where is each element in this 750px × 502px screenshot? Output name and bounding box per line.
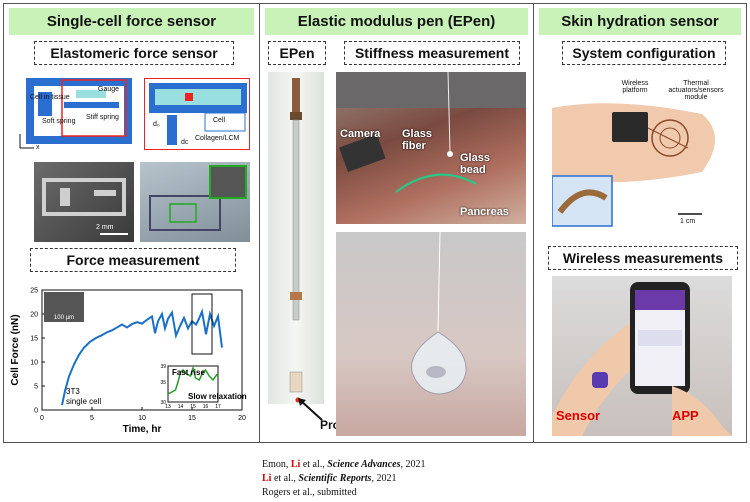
y-tick-label: 25 bbox=[30, 288, 38, 295]
annotation-cell-line: 3T3 bbox=[66, 387, 80, 396]
x-tick-label: 10 bbox=[138, 415, 146, 422]
label-thermal-module: Thermal actuators/sensors module bbox=[668, 80, 724, 101]
device-photo-svg bbox=[149, 165, 247, 231]
subtitle-elastomeric: Elastomeric force sensor bbox=[34, 41, 234, 65]
label-d0: d₀ bbox=[153, 121, 160, 128]
reference-2: Li et al., Scientific Reports, 2021 bbox=[262, 473, 397, 484]
label-cell: Cell bbox=[213, 117, 226, 124]
x-tick-label: 0 bbox=[40, 415, 44, 422]
sem-scalebar-label: 2 mm bbox=[96, 224, 114, 231]
inset-y-tick-label: 35 bbox=[160, 380, 166, 386]
column-skin-sensor: Skin hydration sensor System configurati… bbox=[534, 4, 746, 442]
inset-x-tick-label: 14 bbox=[178, 404, 184, 410]
epen-photo-svg bbox=[289, 78, 303, 403]
label-collagen: Collagen/LCM bbox=[195, 135, 240, 142]
label-glass-bead: Glass bead bbox=[460, 152, 490, 176]
label-app: APP bbox=[672, 408, 699, 423]
column-title: Elastic modulus pen (EPen) bbox=[265, 8, 528, 35]
x-tick-label: 5 bbox=[90, 415, 94, 422]
y-tick-label: 15 bbox=[30, 336, 38, 343]
x-tick-label: 20 bbox=[238, 415, 246, 422]
label-axis-x: x bbox=[36, 144, 40, 151]
y-tick-label: 10 bbox=[30, 360, 38, 367]
probe-arrow bbox=[298, 398, 323, 421]
column-force-sensor: Single-cell force sensor Elastomeric for… bbox=[4, 4, 260, 442]
column-title: Single-cell force sensor bbox=[9, 8, 254, 35]
stiffness-photo-setup: Camera Glass fiber Glass bead Pancreas bbox=[336, 72, 526, 224]
references: Emon, Li et al., Science Advances, 2021 … bbox=[262, 458, 426, 500]
column-epen: Elastic modulus pen (EPen) EPen Stiffnes… bbox=[260, 4, 534, 442]
sem-image-svg bbox=[42, 178, 128, 235]
system-config-svg bbox=[552, 103, 715, 227]
y-tick-label: 20 bbox=[30, 312, 38, 319]
reference-1: Emon, Li et al., Science Advances, 2021 bbox=[262, 459, 426, 470]
inset-cell-image bbox=[44, 292, 84, 322]
sensor-zoom-svg bbox=[149, 83, 247, 145]
subtitle-system-config: System configuration bbox=[562, 41, 726, 65]
label-scale-1cm: 1 cm bbox=[680, 218, 696, 225]
label-dc: dᴄ bbox=[181, 139, 189, 146]
x-axis-label: Time, hr bbox=[123, 424, 162, 435]
series-line bbox=[61, 308, 223, 406]
sensor-schematic-svg bbox=[19, 78, 132, 149]
inset-y-tick-label: 30 bbox=[160, 400, 166, 406]
zoom-box bbox=[191, 293, 213, 355]
label-stiff-spring: Stiff spring bbox=[86, 114, 119, 121]
sensor-schematic: Cell in tissue Soft spring Stiff spring … bbox=[14, 74, 134, 154]
y-tick-label: 5 bbox=[34, 384, 38, 391]
sensor-zoom: Cell Collagen/LCM d₀ dᴄ bbox=[144, 78, 250, 150]
bead-photo-svg bbox=[411, 232, 467, 395]
subtitle-force-measurement: Force measurement bbox=[30, 248, 236, 272]
y-axis-label: Cell Force (nN) bbox=[10, 314, 21, 385]
stiffness-photo-svg bbox=[336, 72, 526, 193]
annotation-slow-relaxation: Slow relaxation bbox=[188, 392, 247, 401]
inset-series-line bbox=[167, 365, 219, 395]
reference-3: Rogers et al., submitted bbox=[262, 487, 357, 498]
label-cell-in-tissue: Cell in tissue bbox=[30, 94, 70, 101]
label-pancreas: Pancreas bbox=[460, 206, 509, 218]
y-tick-label: 0 bbox=[34, 408, 38, 415]
inset-scale-label: 100 µm bbox=[54, 315, 74, 321]
column-title: Skin hydration sensor bbox=[539, 8, 741, 35]
inset-x-tick-label: 13 bbox=[165, 404, 171, 410]
label-camera: Camera bbox=[340, 128, 381, 140]
label-gauge: Gauge bbox=[98, 86, 120, 93]
x-tick-label: 15 bbox=[188, 415, 196, 422]
wireless-photo-svg bbox=[552, 282, 732, 436]
figure-frame: Single-cell force sensor Elastomeric for… bbox=[3, 3, 747, 443]
label-glass-fiber: Glass fiber bbox=[402, 128, 432, 152]
inset-x-tick-label: 15 bbox=[190, 404, 196, 410]
inset-frame bbox=[167, 365, 219, 403]
system-config-photo: Wireless platform Thermal actuators/sens… bbox=[552, 72, 732, 232]
wireless-photo: Sensor APP bbox=[552, 276, 732, 436]
epen-photo bbox=[268, 72, 324, 404]
label-soft-spring: Soft spring bbox=[42, 118, 76, 125]
subtitle-wireless: Wireless measurements bbox=[548, 246, 738, 270]
subtitle-stiffness: Stiffness measurement bbox=[344, 41, 520, 65]
annotation-fast-rise: Fast rise bbox=[172, 368, 205, 377]
inset-y-tick-label: 39 bbox=[160, 364, 166, 370]
inset-x-tick-label: 16 bbox=[203, 404, 209, 410]
annotation-cell-desc: single cell bbox=[66, 397, 101, 406]
label-wireless-platform: Wireless platform bbox=[621, 80, 649, 94]
stiffness-photo-bead bbox=[336, 232, 526, 436]
device-photo bbox=[140, 162, 250, 242]
subtitle-epen: EPen bbox=[268, 41, 326, 65]
label-sensor: Sensor bbox=[556, 408, 601, 423]
inset-x-tick-label: 17 bbox=[215, 404, 221, 410]
sem-image: 2 mm bbox=[34, 162, 134, 242]
